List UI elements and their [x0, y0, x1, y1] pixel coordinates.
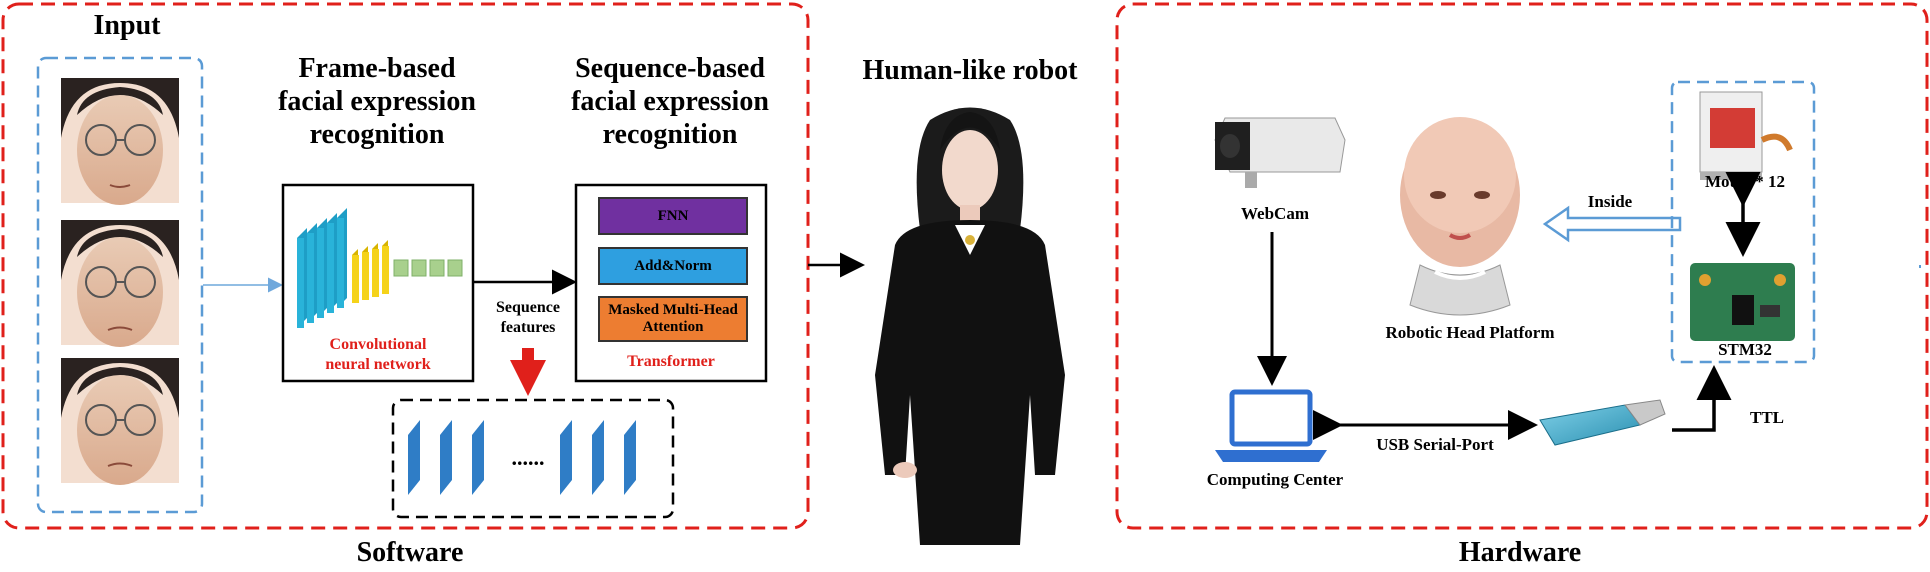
robotic-head-image: [1400, 117, 1520, 316]
motor-image: [1699, 91, 1793, 180]
inside-arrow: [1542, 205, 1682, 243]
robot-title: Human-like robot: [862, 55, 1078, 86]
computing-center-label: Computing Center: [1206, 470, 1344, 489]
inside-label: Inside: [1587, 192, 1633, 211]
motor-label: Motor * 12: [1705, 172, 1785, 191]
webcam-label: WebCam: [1241, 204, 1309, 223]
stm32-label: STM32: [1718, 340, 1772, 359]
input-group: [36, 56, 204, 514]
input-face-1: [61, 78, 179, 205]
sequence-title-line: recognition: [602, 119, 738, 150]
software-label: Software: [356, 537, 464, 568]
fnn-label: FNN: [657, 207, 689, 224]
attention-block: Masked Multi-Head Attention: [598, 296, 748, 342]
frame-title-line: Frame-based: [298, 53, 456, 84]
sequence-based-title: Sequence-based facial expression recogni…: [540, 52, 800, 151]
ttl-arrow: [1672, 365, 1732, 432]
ttl-label: TTL: [1749, 408, 1785, 427]
input-title: Input: [93, 10, 161, 41]
frame-based-title: Frame-based facial expression recognitio…: [262, 52, 492, 151]
cnn-label-line: neural network: [325, 356, 431, 373]
fnn-block: FNN: [598, 197, 748, 235]
frame-title-line: facial expression: [278, 86, 476, 117]
usb-serial-label: USB Serial-Port: [1376, 435, 1494, 454]
motor-stm-group: [1670, 80, 1816, 364]
add-norm-block: Add&Norm: [598, 247, 748, 285]
stm32-board-image: [1690, 263, 1795, 341]
attention-label: Masked Multi-Head Attention: [608, 302, 738, 335]
hardware-label: Hardware: [1458, 537, 1582, 568]
sequence-feature-blocks: [408, 420, 636, 495]
sequence-title-line: facial expression: [571, 86, 769, 117]
cnn-layers: [297, 208, 463, 328]
sequence-title-line: Sequence-based: [575, 53, 765, 84]
sequence-ellipsis: ......: [511, 445, 545, 470]
robotic-head-label: Robotic Head Platform: [1385, 323, 1555, 342]
sequence-features-arrow: [510, 348, 546, 396]
cnn-label: Convolutional neural network: [290, 335, 466, 375]
webcam-image: [1214, 117, 1346, 188]
transformer-label: Transformer: [627, 353, 715, 370]
add-norm-label: Add&Norm: [634, 257, 712, 274]
frame-title-line: recognition: [309, 119, 445, 150]
hardware-region: [1115, 2, 1929, 530]
input-face-3: [61, 358, 179, 485]
cnn-label-line: Convolutional: [329, 336, 427, 353]
input-face-2: [61, 220, 179, 347]
sequence-features-box: [391, 398, 675, 519]
usb-adapter-image: [1539, 399, 1666, 446]
sequence-features-line: features: [500, 319, 556, 336]
sequence-features-label: Sequence features: [478, 298, 578, 338]
laptop-icon: [1215, 389, 1327, 462]
sequence-features-line: Sequence: [496, 299, 560, 316]
human-like-robot-image: [875, 107, 1065, 545]
